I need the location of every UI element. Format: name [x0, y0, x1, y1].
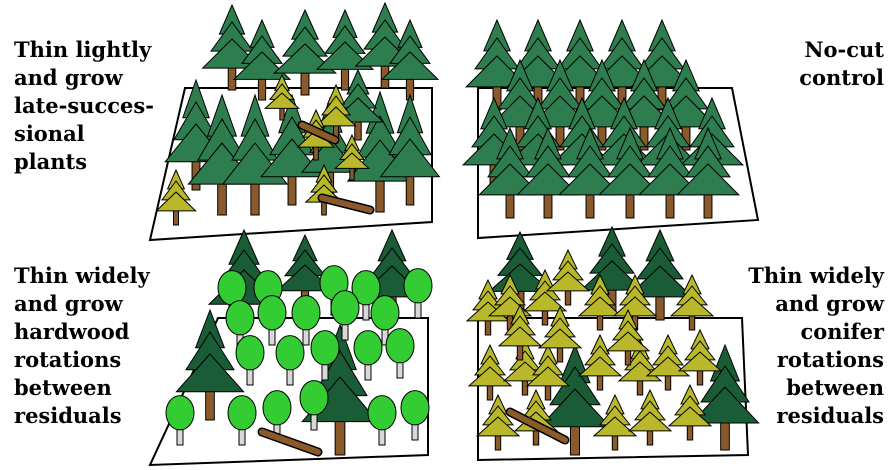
label-thin-lightly: Thin lightly and grow late-succes- siona… [14, 36, 154, 176]
label-line: late-succes- [14, 92, 154, 120]
crown [300, 381, 328, 415]
label-line: Thin widely [748, 262, 884, 290]
label-conifer-rotations: Thin widely and grow conifer rotations b… [748, 262, 884, 430]
crown-tier [547, 272, 589, 291]
label-line: conifer [748, 318, 884, 346]
crown [311, 331, 339, 365]
crown [258, 296, 286, 330]
label-line: rotations [14, 346, 150, 374]
label-line: No-cut [799, 36, 884, 64]
label-line: and grow [14, 290, 150, 318]
crown [276, 336, 304, 370]
crown-tier [614, 297, 656, 316]
crown [386, 329, 414, 363]
label-line: control [799, 64, 884, 92]
crown [263, 391, 291, 425]
label-line: between [748, 374, 884, 402]
crown [404, 269, 432, 303]
crown [368, 396, 396, 430]
label-line: Thin widely [14, 262, 150, 290]
label-line: residuals [748, 402, 884, 430]
label-line: sional [14, 120, 154, 148]
crown [236, 336, 264, 370]
panel-no-cut-control [463, 20, 758, 238]
crown [331, 291, 359, 325]
crown [226, 301, 254, 335]
label-line: residuals [14, 402, 150, 430]
label-no-cut-control: No-cut control [799, 36, 884, 92]
label-line: hardwood [14, 318, 150, 346]
crown-tier [671, 297, 713, 316]
label-hardwood-rotations: Thin widely and grow hardwood rotations … [14, 262, 150, 430]
panel-thin-widely-conifer [467, 227, 759, 460]
crown [218, 271, 246, 305]
crown [401, 391, 429, 425]
panel-thin-lightly [150, 3, 439, 240]
hardwood-tree [404, 269, 432, 318]
label-line: plants [14, 148, 154, 176]
label-line: and grow [14, 64, 154, 92]
crown [228, 396, 256, 430]
crown [166, 396, 194, 430]
label-line: rotations [748, 346, 884, 374]
conifer-tree [317, 10, 373, 90]
label-line: Thin lightly [14, 36, 154, 64]
crown [292, 296, 320, 330]
crown [371, 296, 399, 330]
label-line: between [14, 374, 150, 402]
label-line: and grow [748, 290, 884, 318]
crown [354, 331, 382, 365]
panel-thin-widely-hardwood [150, 230, 432, 465]
